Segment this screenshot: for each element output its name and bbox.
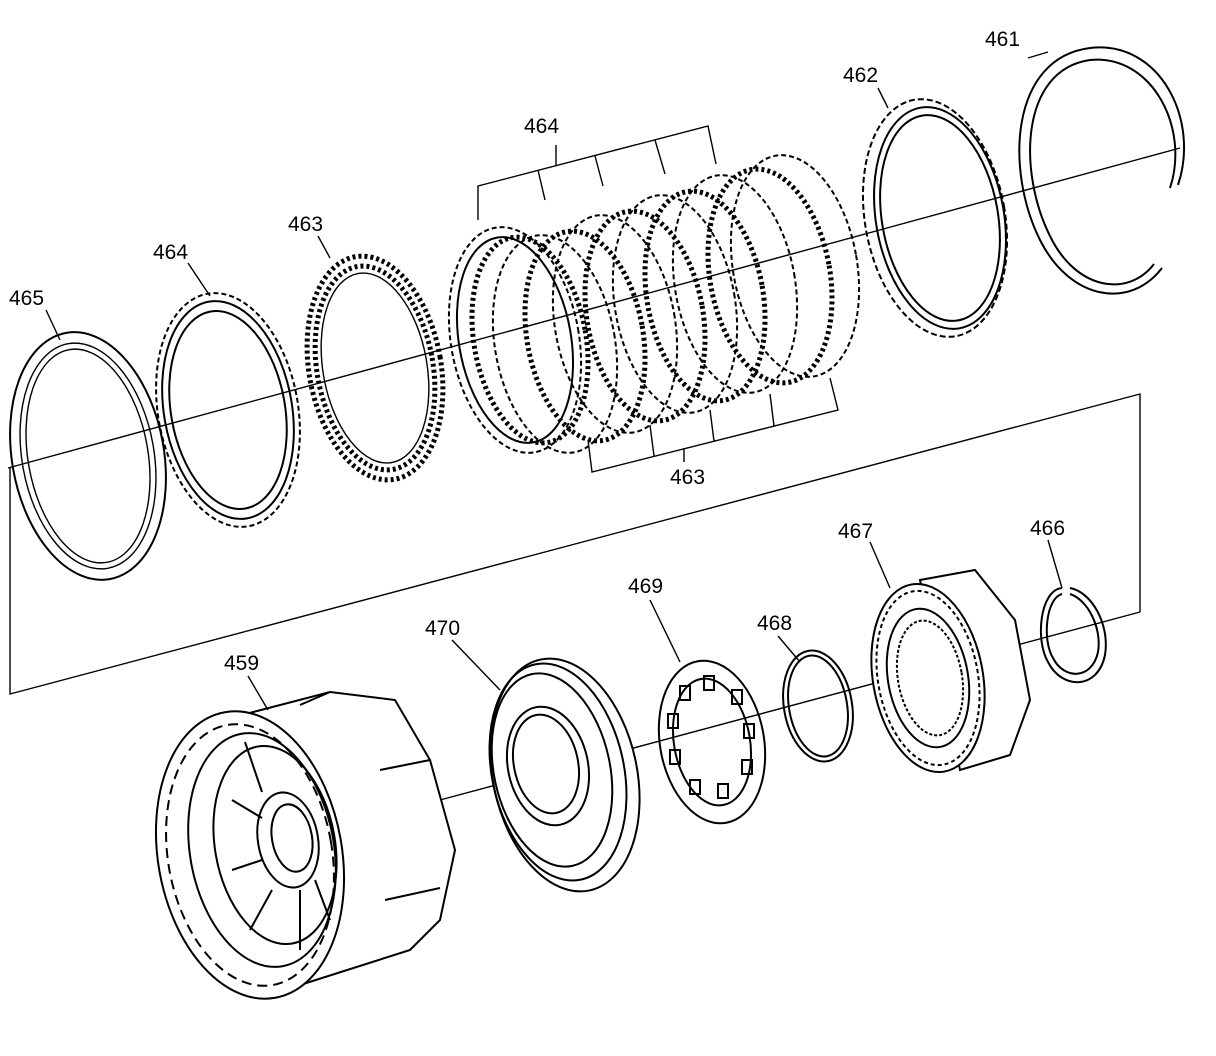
part-461-snap-ring — [1018, 46, 1186, 295]
callout-464-top: 464 — [524, 115, 559, 138]
callout-468: 468 — [757, 612, 792, 635]
callout-466: 466 — [1030, 517, 1065, 540]
leader-lines — [45, 51, 1063, 711]
upper-axis-line — [7, 147, 1181, 469]
callout-463-bottom: 463 — [670, 466, 705, 489]
callout-469: 469 — [628, 575, 663, 598]
callout-467: 467 — [838, 520, 873, 543]
part-466-snap-ring — [1039, 587, 1107, 684]
part-463-friction-plate — [304, 253, 446, 483]
part-464-steel-plate — [155, 292, 301, 528]
assembly-connector-line — [9, 393, 1141, 695]
part-470-piston — [488, 657, 641, 893]
bracket-463 — [587, 377, 839, 473]
callout-465: 465 — [9, 287, 44, 310]
part-467-clutch-hub — [870, 568, 1032, 774]
part-465-backing-plate — [9, 331, 167, 581]
bracket-464 — [477, 125, 717, 220]
part-462-pressure-plate — [861, 98, 1009, 338]
part-468-snap-ring — [782, 649, 854, 763]
part-469-spring-assembly — [657, 659, 767, 825]
part-459-clutch-housing — [154, 690, 457, 1000]
callout-461: 461 — [985, 28, 1020, 51]
clutch-pack-stack — [447, 154, 861, 454]
callout-470: 470 — [425, 617, 460, 640]
callout-463-left: 463 — [288, 213, 323, 236]
callout-459: 459 — [224, 652, 259, 675]
callout-462: 462 — [843, 64, 878, 87]
callout-464-left: 464 — [153, 241, 188, 264]
